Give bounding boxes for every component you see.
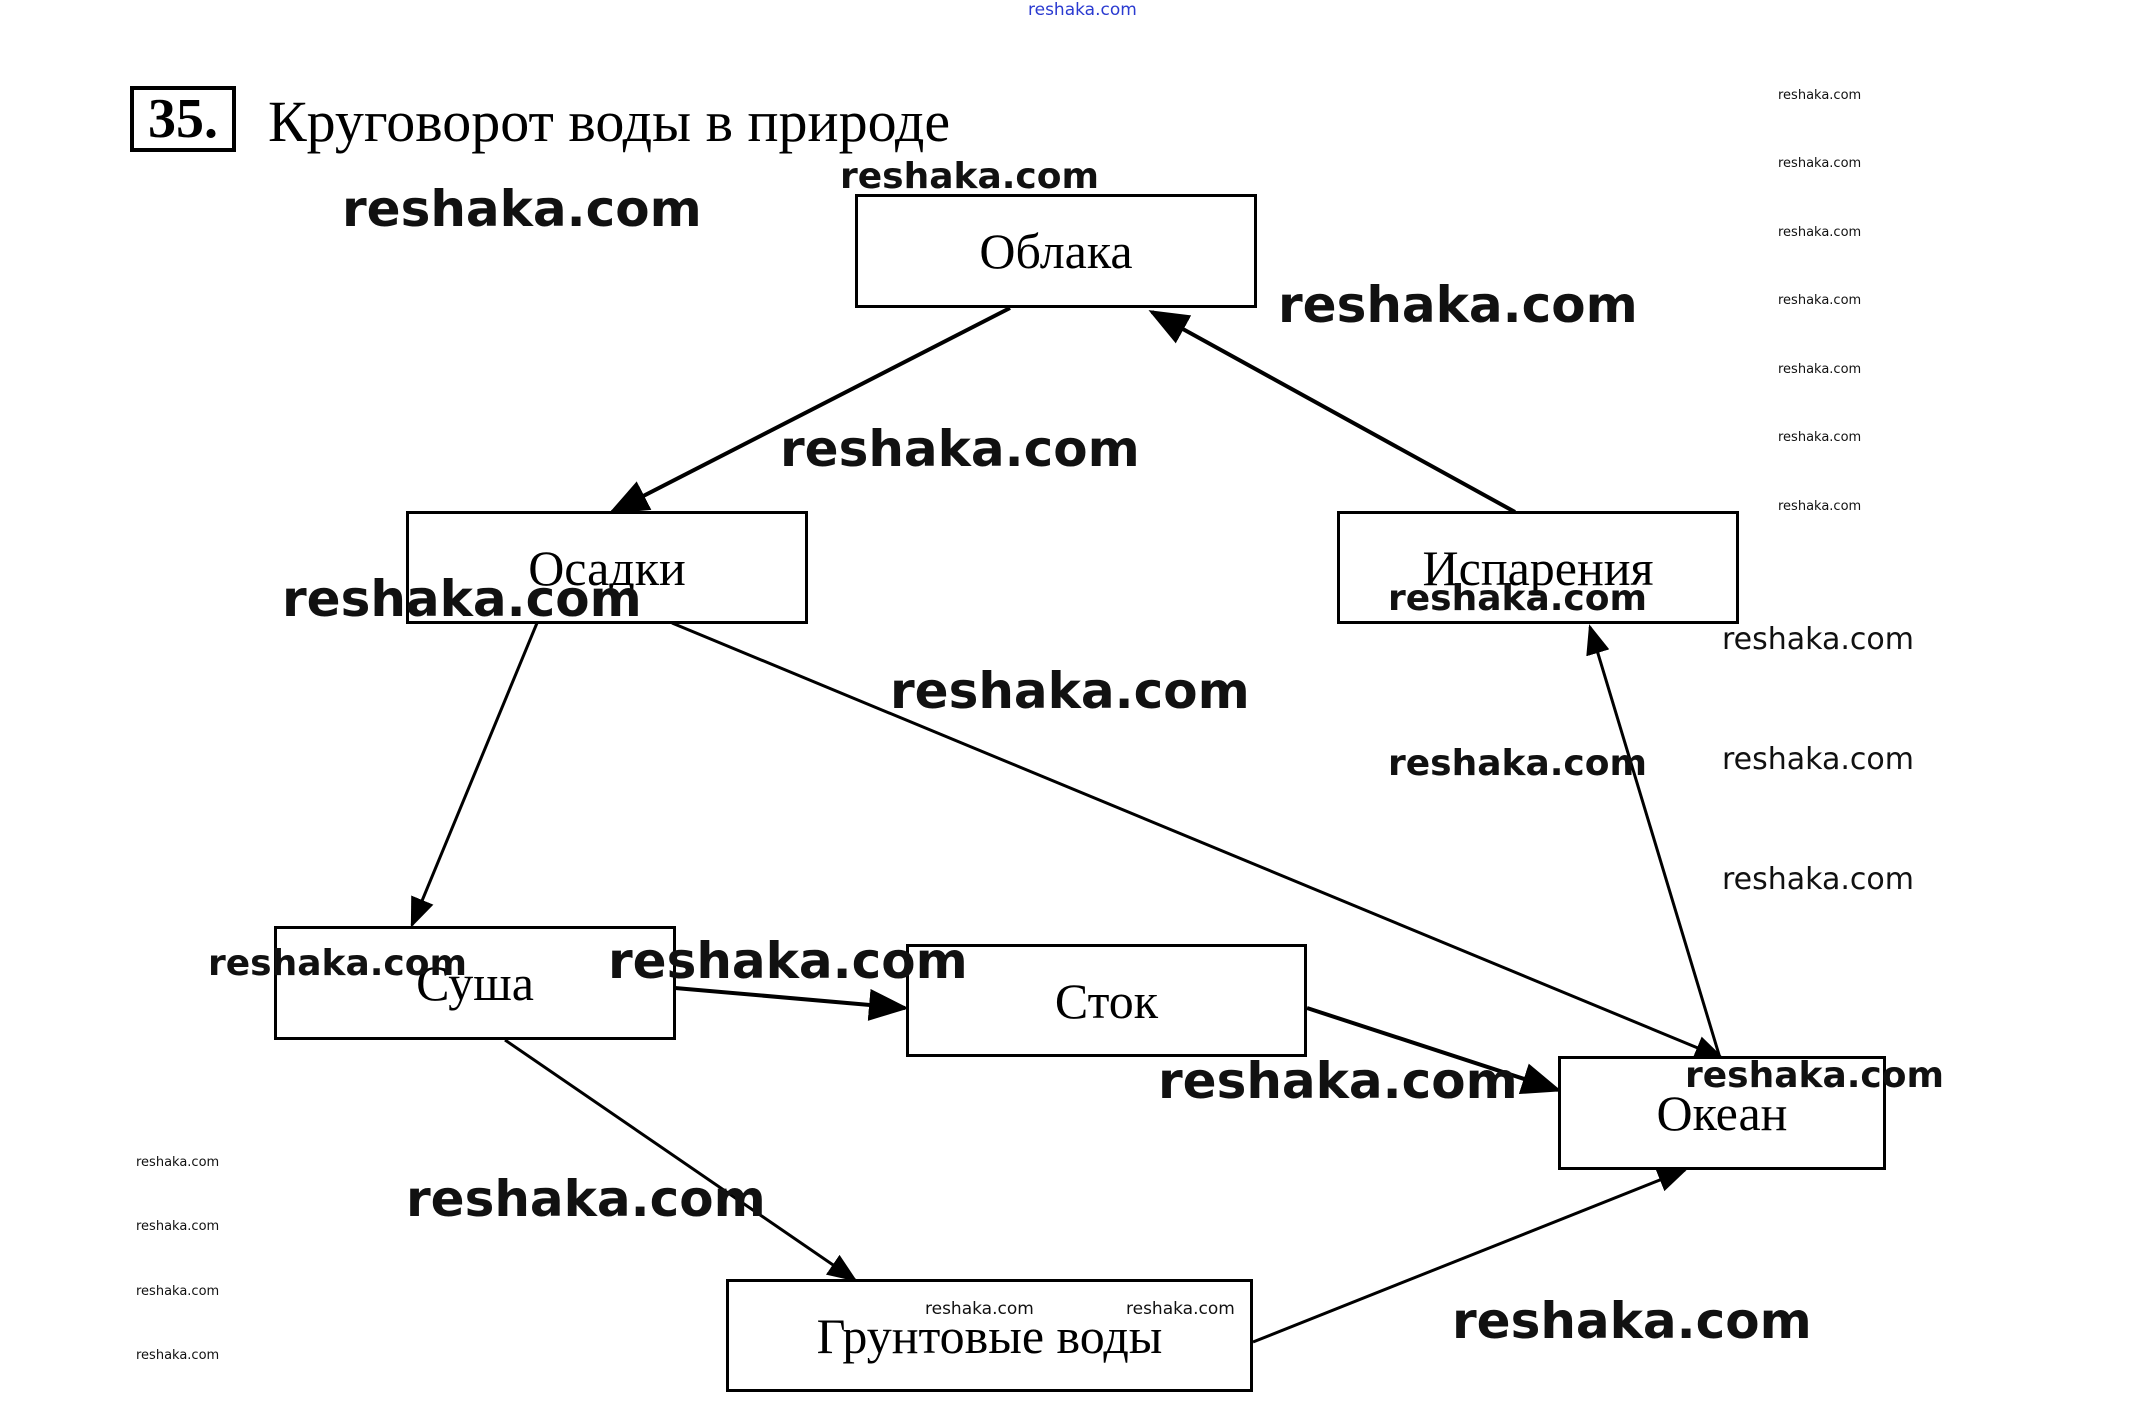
watermark: reshaka.com [1722, 622, 1914, 657]
watermark: reshaka.com [1158, 1052, 1518, 1110]
node-evaporation: Испарения [1337, 511, 1739, 624]
watermark: reshaka.com [1722, 862, 1914, 897]
arrow-precipitation-to-ocean [671, 621, 1725, 1060]
node-land: Суша [274, 926, 676, 1040]
watermark: reshaka.com [1778, 225, 1862, 240]
watermark: reshaka.com [1388, 578, 1648, 619]
watermark: reshaka.com [136, 1155, 220, 1170]
arrow-ocean-to-evaporation [1586, 624, 1722, 1059]
watermark: reshaka.com [1722, 742, 1914, 777]
watermark: reshaka.com [406, 1170, 766, 1228]
watermark: reshaka.com [1685, 1055, 1945, 1096]
watermark: reshaka.com [608, 932, 968, 990]
node-precipitation: Осадки [406, 511, 808, 624]
watermark: reshaka.com [208, 943, 468, 984]
diagram-title: Круговорот воды в природе [268, 89, 951, 154]
watermark: reshaka.com [1126, 1299, 1235, 1319]
watermark: reshaka.com [1388, 743, 1648, 784]
watermark: reshaka.com [1778, 293, 1862, 308]
arrow-land-to-groundwater [504, 1038, 858, 1282]
watermark: reshaka.com [1778, 88, 1862, 103]
arrow-precipitation-to-land [410, 622, 539, 928]
watermark: reshaka.com [780, 420, 1140, 478]
watermark: reshaka.com [1028, 0, 1137, 20]
task-number-box: 35. [130, 86, 236, 152]
node-runoff: Сток [906, 944, 1307, 1057]
arrow-runoff-to-ocean [1306, 1006, 1562, 1095]
watermark: reshaka.com [136, 1284, 220, 1299]
watermark: reshaka.com [840, 156, 1100, 197]
watermark: reshaka.com [925, 1299, 1034, 1319]
node-ocean: Океан [1558, 1056, 1886, 1170]
arrow-clouds-to-precipitation [608, 306, 1011, 514]
watermark: reshaka.com [1278, 276, 1638, 334]
watermark: reshaka.com [1778, 362, 1862, 377]
watermark: reshaka.com [890, 662, 1250, 720]
watermark: reshaka.com [342, 180, 702, 238]
node-clouds: Облака [855, 194, 1257, 308]
watermark: reshaka.com [1778, 156, 1862, 171]
watermark: reshaka.com [282, 570, 642, 628]
arrow-groundwater-to-ocean [1252, 1168, 1688, 1344]
watermark: reshaka.com [1778, 430, 1862, 445]
watermark: reshaka.com [1778, 499, 1862, 514]
node-groundwater: Грунтовые воды [726, 1279, 1253, 1392]
arrow-evaporation-to-clouds [1148, 310, 1516, 514]
watermark: reshaka.com [1452, 1292, 1812, 1350]
watermark: reshaka.com [136, 1219, 220, 1234]
arrow-land-to-runoff [674, 986, 909, 1021]
watermark: reshaka.com [136, 1348, 220, 1363]
